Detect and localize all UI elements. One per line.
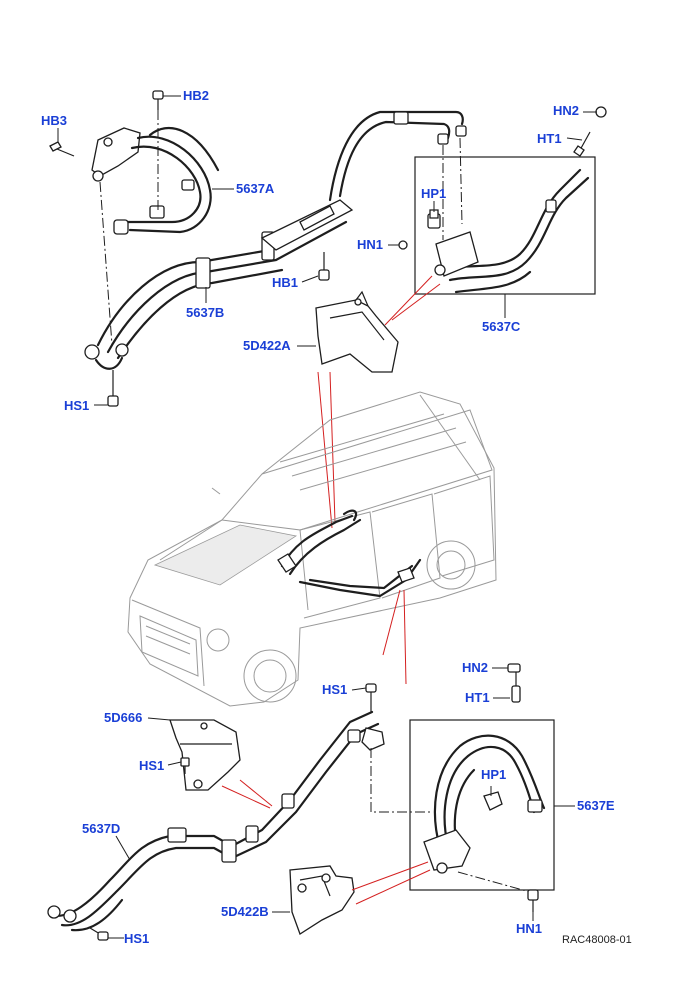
label-hb3: HB3	[41, 113, 68, 128]
label-5637d: 5637D	[82, 821, 121, 836]
label-ht1-bottom: HT1	[465, 690, 490, 705]
callout-bottom-b	[239, 779, 273, 807]
bolt-hb2	[152, 90, 164, 110]
label-hb2: HB2	[183, 88, 210, 103]
bolt-hs1-mid	[365, 683, 377, 712]
callout-bottom-c	[351, 861, 429, 891]
label-5637b: 5637B	[186, 305, 225, 320]
callout-top-c	[317, 371, 333, 529]
label-hn1-bottom: HN1	[516, 921, 543, 936]
centerline-bottom	[370, 748, 430, 813]
nut-hn1-bottom	[527, 889, 539, 912]
bolt-hb1	[318, 252, 330, 281]
label-hs1-bottom: HS1	[124, 931, 150, 946]
callout-top-b	[391, 283, 441, 321]
plug-hp1-top	[429, 209, 439, 219]
label-5d422b: 5D422B	[221, 904, 269, 919]
figure-reference: RAC48008-01	[562, 934, 632, 946]
leader-lines	[57, 95, 597, 939]
bolt-hb3	[49, 141, 75, 157]
hose-5637d	[47, 710, 385, 932]
hose-upper-right	[328, 110, 467, 202]
label-hn1-top: HN1	[357, 237, 384, 252]
callout-mid-a	[382, 589, 401, 656]
label-5637e: 5637E	[577, 798, 615, 813]
shield-5d422b	[289, 865, 355, 935]
bolt-hs1-bottom	[89, 927, 109, 941]
box-5637e	[409, 719, 555, 891]
label-hs1-top: HS1	[64, 398, 90, 413]
bracket-5d666	[169, 719, 241, 791]
label-ht1-top: HT1	[537, 131, 562, 146]
label-hn2-top: HN2	[553, 103, 580, 118]
vehicle-hose-routing	[277, 509, 422, 598]
label-hs1-mid: HS1	[322, 682, 348, 697]
callout-top-a	[384, 275, 433, 326]
label-5637c: 5637C	[482, 319, 521, 334]
bolt-hs1-top	[107, 370, 119, 407]
shield-5d422a	[315, 290, 399, 373]
hose-5637e	[423, 663, 546, 874]
label-hn2-bottom: HN2	[462, 660, 489, 675]
vehicle-ghost	[127, 391, 497, 707]
callout-bottom-a	[221, 785, 271, 809]
callout-bottom-d	[355, 869, 431, 905]
callout-mid-b	[403, 589, 407, 685]
centerline-hn1-bottom	[457, 871, 531, 893]
hose-5637c	[427, 106, 607, 294]
hose-5637b	[84, 199, 354, 370]
label-hp1-bottom: HP1	[481, 767, 507, 782]
nut-hn1-top	[398, 240, 408, 250]
centerline-upper-2	[459, 137, 463, 225]
label-hp1-top: HP1	[421, 186, 447, 201]
label-5d666: 5D666	[104, 710, 143, 725]
label-hb1: HB1	[272, 275, 299, 290]
bracket-5637a	[91, 127, 141, 182]
centerline-hs1	[99, 181, 113, 346]
label-5d422a: 5D422A	[243, 338, 291, 353]
label-5637a: 5637A	[236, 181, 275, 196]
label-hs1-bracket: HS1	[139, 758, 165, 773]
